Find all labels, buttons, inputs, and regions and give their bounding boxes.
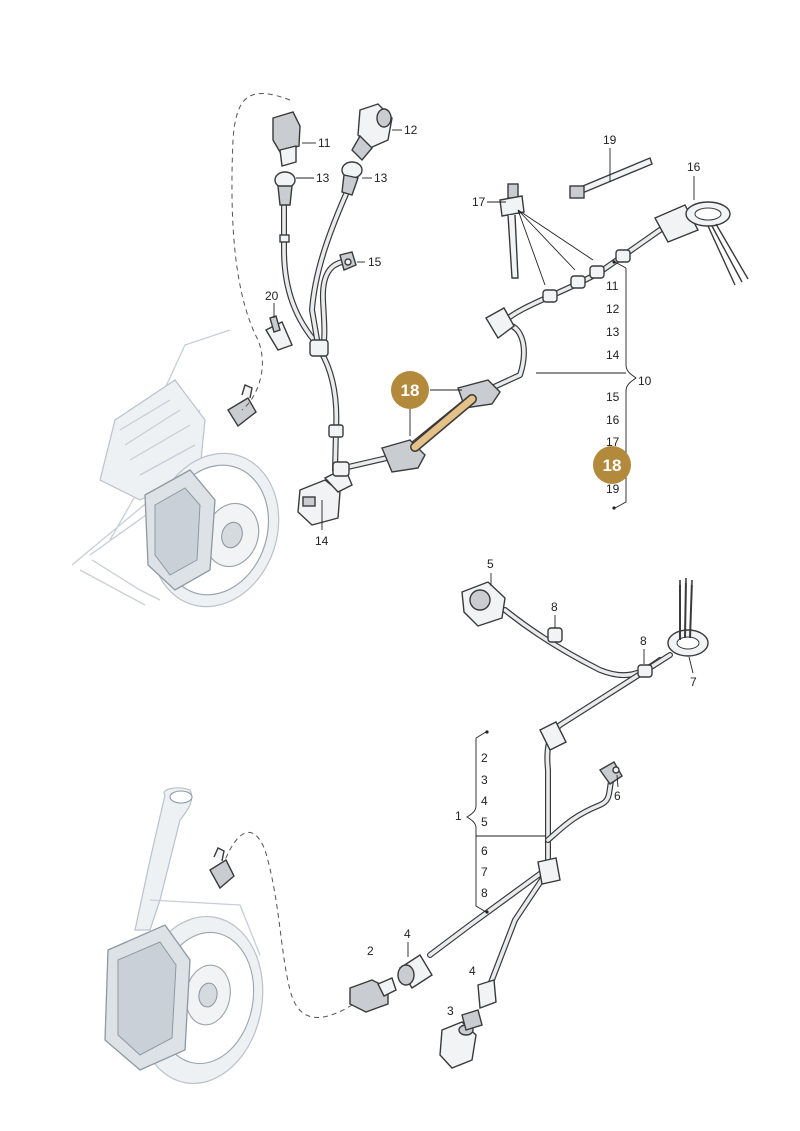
bracket-10-item-6: 17 xyxy=(606,435,620,449)
callout-4a: 4 xyxy=(404,927,411,941)
bottom-brake-assembly-illustration xyxy=(104,787,264,1085)
callout-20: 20 xyxy=(265,289,279,303)
callout-5: 5 xyxy=(487,557,494,571)
bracket-10-item-0: 11 xyxy=(606,279,619,293)
bracket-10-item-3: 14 xyxy=(606,348,620,362)
callout-4b: 4 xyxy=(469,964,476,978)
callout-2: 2 xyxy=(367,944,374,958)
bracket-1-item-1: 3 xyxy=(481,773,488,787)
part-8b-clip xyxy=(637,664,653,678)
callout-19: 19 xyxy=(603,133,617,147)
callout-11: 11 xyxy=(318,136,331,150)
callout-10: 10 xyxy=(638,374,652,388)
bracket-1-item-3: 5 xyxy=(481,815,488,829)
bracket-1-item-5: 7 xyxy=(481,865,488,879)
part-2-sensor xyxy=(349,977,397,1013)
top-callouts: 11 12 13 13 15 20 19 16 17 14 10 11 12 1… xyxy=(265,123,701,548)
part-5-connector xyxy=(461,581,506,627)
top-wiring-harness xyxy=(265,103,749,526)
part-17-bracket xyxy=(499,183,525,279)
part-12-sensor xyxy=(351,103,393,162)
callout-13b: 13 xyxy=(374,171,388,185)
highlight-badge-18-b xyxy=(593,446,631,484)
bracket-10-item-1: 12 xyxy=(606,302,620,316)
callout-6: 6 xyxy=(614,789,621,803)
callout-8b: 8 xyxy=(640,634,647,648)
part-4b-grommet xyxy=(477,979,497,1009)
bracket-1-item-2: 4 xyxy=(481,794,488,808)
part-15-clip xyxy=(339,251,357,271)
bottom-wiring-harness xyxy=(349,577,709,1069)
part-8a-clip xyxy=(547,627,563,643)
part-13a-grommet xyxy=(274,171,296,243)
callout-1: 1 xyxy=(455,809,462,823)
part-16-grommet xyxy=(654,201,749,286)
bracket-1-item-0: 2 xyxy=(481,751,488,765)
highlight-badge-18-a-label: 18 xyxy=(401,381,420,400)
bracket-1-item-4: 6 xyxy=(481,844,488,858)
part-18-highlighted-line xyxy=(411,395,476,451)
connector-14 xyxy=(297,479,341,526)
top-brake-assembly-illustration xyxy=(71,329,280,608)
callout-7: 7 xyxy=(690,675,697,689)
highlight-badge-18-a xyxy=(391,371,429,409)
bottom-callouts: 5 8 8 7 6 2 4 4 3 1 2 3 4 5 6 7 8 xyxy=(367,557,697,1018)
callout-14: 14 xyxy=(315,534,329,548)
callout-17: 17 xyxy=(472,195,486,209)
part-6-connector xyxy=(598,761,623,785)
part-13b-grommet xyxy=(341,161,363,196)
part-11-connector xyxy=(272,111,301,167)
callout-13a: 13 xyxy=(316,171,330,185)
callout-8a: 8 xyxy=(551,600,558,614)
highlight-badge-18-b-label: 18 xyxy=(603,456,622,475)
bracket-10-item-7: 19 xyxy=(606,482,620,496)
bracket-10-item-5: 16 xyxy=(606,413,620,427)
part-3-connector xyxy=(439,1009,483,1069)
callout-15: 15 xyxy=(368,255,382,269)
bracket-1-item-6: 8 xyxy=(481,886,488,900)
callout-12: 12 xyxy=(404,123,418,137)
part-19-tie xyxy=(569,157,653,199)
callout-3: 3 xyxy=(447,1004,454,1018)
part-4a-grommet xyxy=(397,954,433,989)
callout-16: 16 xyxy=(687,160,701,174)
bracket-10-item-4: 15 xyxy=(606,390,620,404)
part-7-grommet xyxy=(667,577,709,657)
part-20-bracket xyxy=(265,315,293,351)
bracket-10-item-2: 13 xyxy=(606,325,620,339)
